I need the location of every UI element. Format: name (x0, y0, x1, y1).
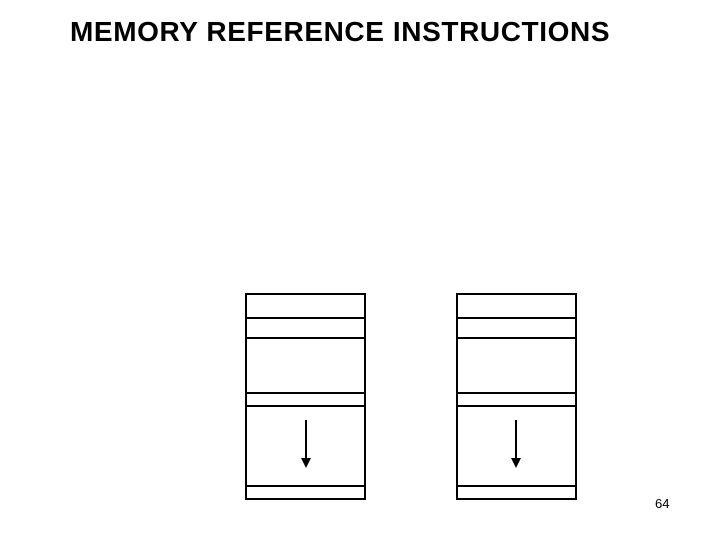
register-field-row (458, 319, 575, 339)
register-field-row (458, 394, 575, 407)
register-field-label (458, 487, 575, 489)
right-register-box (456, 293, 577, 500)
register-field-label (247, 319, 364, 321)
register-field-label (458, 407, 575, 409)
register-field-row (247, 319, 364, 339)
register-field-label (458, 394, 575, 396)
register-field-row (247, 295, 364, 319)
register-field-label (458, 319, 575, 321)
register-field-row (247, 394, 364, 407)
page-title: MEMORY REFERENCE INSTRUCTIONS (70, 16, 611, 47)
register-field-label (458, 295, 575, 297)
register-field-row (247, 407, 364, 487)
register-field-label (458, 339, 575, 341)
page-number: 64 (655, 496, 670, 511)
register-field-row (247, 487, 364, 502)
register-field-label (247, 339, 364, 341)
register-field-label (247, 407, 364, 409)
register-field-row (458, 339, 575, 394)
register-field-row (458, 407, 575, 487)
register-field-label (247, 295, 364, 297)
register-field-row (458, 295, 575, 319)
left-register-box (245, 293, 366, 500)
register-field-row (458, 487, 575, 502)
register-field-label (247, 394, 364, 396)
register-field-row (247, 339, 364, 394)
register-field-label (247, 487, 364, 489)
